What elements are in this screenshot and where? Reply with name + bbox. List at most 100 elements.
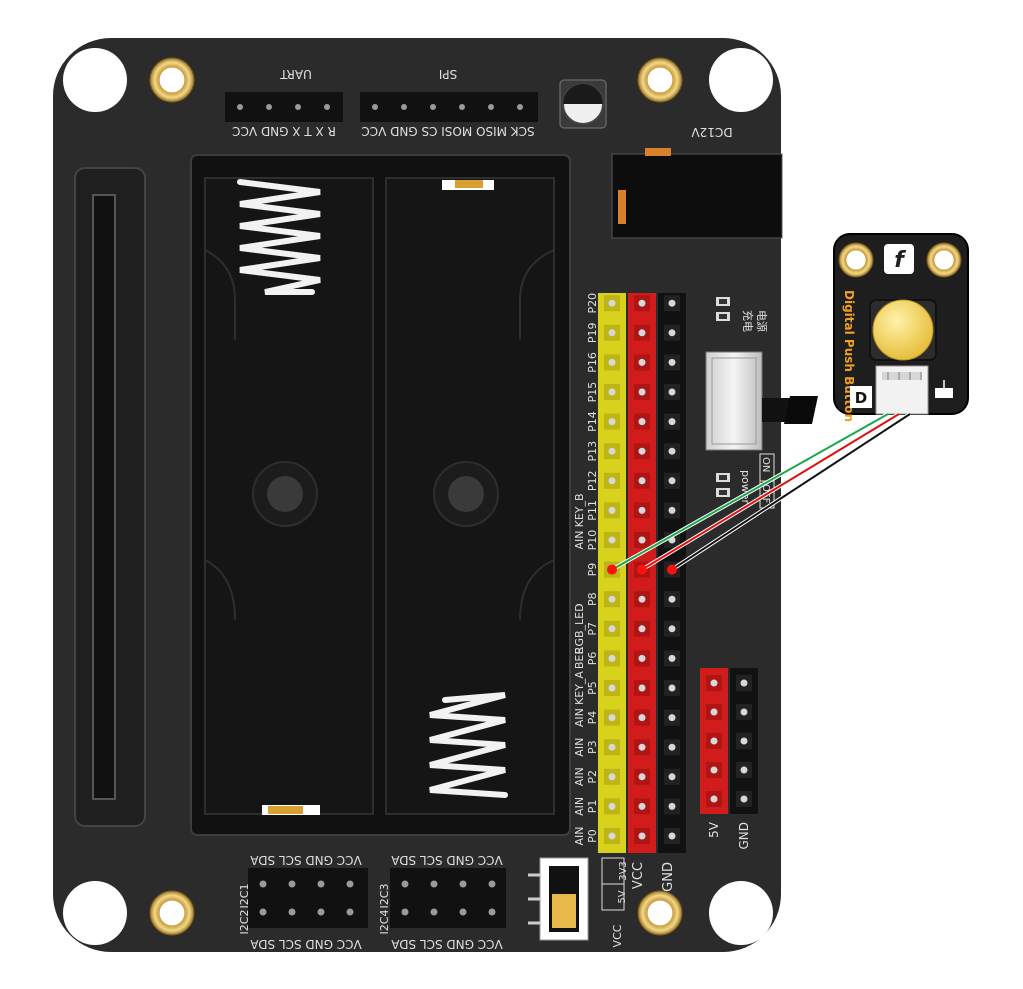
pin-label-p13: P13 — [586, 441, 599, 462]
header-pin-hole — [608, 684, 616, 692]
push-button-module: f Digital Push Button D — [833, 233, 969, 422]
uart-title: UART — [279, 67, 311, 81]
module-logo: f — [894, 248, 906, 273]
aux-pin-hole — [710, 708, 718, 716]
vcc-wire — [641, 413, 900, 571]
header-pin-hole — [638, 743, 646, 751]
pin-label-p8: P8 — [586, 592, 599, 606]
aux-pin-hole — [740, 679, 748, 687]
connection-wires — [607, 412, 912, 575]
header-pin-hole — [668, 684, 676, 692]
pin-function-p1: AIN — [573, 797, 586, 816]
voltage-options: 3V3 5V VCC — [601, 857, 629, 947]
aux-pin-hole — [740, 708, 748, 716]
pin-label-p1: P1 — [586, 800, 599, 814]
voltage-switch[interactable] — [528, 857, 589, 941]
pin-label-p2: P2 — [586, 770, 599, 784]
header-pin-hole — [668, 477, 676, 485]
uart-header: UART R X T X GND VCC — [225, 67, 343, 138]
header-pin-hole — [638, 447, 646, 455]
vcc-wire-endpoint — [637, 564, 647, 575]
pin-label-p15: P15 — [586, 382, 599, 403]
signal-wire-endpoint — [607, 564, 617, 575]
i2c-pin-hole — [430, 880, 438, 888]
gold-mounting-rings — [149, 57, 683, 936]
header-pin-hole — [668, 802, 676, 810]
pin-label-p12: P12 — [586, 470, 599, 491]
i2c4-label: I2C4 — [378, 910, 391, 935]
i2c-top-pins-left: VCC GND SCL SDA — [249, 853, 361, 867]
gnd-wire — [671, 413, 911, 571]
i2c2-label: I2C2 — [238, 910, 251, 935]
dc-jack-label: DC12V — [691, 125, 733, 139]
i2c-headers: VCC GND SCL SDA VCC GND SCL SDA VCC GND … — [238, 853, 506, 951]
dc-jack: DC12V — [611, 125, 783, 239]
header-pin-hole — [638, 802, 646, 810]
i2c-top-pins-right: VCC GND SCL SDA — [390, 853, 502, 867]
voltage-vcc-label: VCC — [611, 924, 624, 947]
header-pin-hole — [638, 418, 646, 426]
pin-label-p16: P16 — [586, 352, 599, 373]
switch-on-label: ON — [760, 457, 771, 472]
header-pin-hole — [608, 625, 616, 633]
i2c-bottom-pins-left: VCC GND SCL SDA — [249, 937, 361, 951]
module-logo-box — [884, 244, 914, 274]
header-pin-hole — [608, 477, 616, 485]
gpio-headers — [598, 293, 686, 853]
header-pin-hole — [668, 773, 676, 781]
header-pin-hole — [608, 388, 616, 396]
header-pin-hole — [638, 506, 646, 514]
header-pin-hole — [638, 329, 646, 337]
header-pin-hole — [638, 625, 646, 633]
header-pin-hole — [668, 388, 676, 396]
spring-top — [237, 179, 321, 295]
mounting-holes — [63, 48, 773, 945]
aux-pin-hole — [740, 766, 748, 774]
i2c-pin-hole — [488, 880, 496, 888]
pin-label-p3: P3 — [586, 740, 599, 754]
i2c-pin-hole — [259, 880, 267, 888]
i2c-pin-hole — [401, 908, 409, 916]
i2c-pin-hole — [346, 880, 354, 888]
pin-label-p9: P9 — [586, 563, 599, 577]
header-pin-hole — [608, 329, 616, 337]
i2c-pin-hole — [288, 880, 296, 888]
header-pin-hole — [608, 299, 616, 307]
header-pin-hole — [638, 388, 646, 396]
pin-label-p7: P7 — [586, 622, 599, 636]
i2c-pin-hole — [317, 908, 325, 916]
header-pin-hole — [608, 743, 616, 751]
header-pin-hole — [668, 654, 676, 662]
header-pin-hole — [638, 684, 646, 692]
pin-function-p0: AIN — [573, 827, 586, 846]
uart-pin-labels: R X T X GND VCC — [232, 124, 336, 138]
header-pin-hole — [638, 299, 646, 307]
header-pin-hole — [608, 358, 616, 366]
header-pin-hole — [608, 536, 616, 544]
header-pin-hole — [608, 595, 616, 603]
pin-label-p10: P10 — [586, 530, 599, 551]
i2c-pin-hole — [401, 880, 409, 888]
gnd-rail-label: GND — [661, 862, 676, 892]
voltage-3v3: 3V3 — [618, 861, 629, 881]
aux-gnd-label: GND — [737, 822, 751, 850]
header-pin-hole — [608, 773, 616, 781]
i2c-pin-hole — [459, 880, 467, 888]
aux-pin-hole — [710, 795, 718, 803]
push-button-cap[interactable] — [872, 299, 934, 361]
power-label: power — [739, 470, 752, 504]
i2c-pin-hole — [288, 908, 296, 916]
aux-pin-hole — [710, 766, 718, 774]
aux-power-headers: 5V GND — [700, 668, 758, 850]
header-pin-hole — [668, 506, 676, 514]
header-pin-hole — [668, 418, 676, 426]
header-pin-hole — [608, 506, 616, 514]
header-pin-hole — [608, 802, 616, 810]
i2c-bottom-pins-right: VCC GND SCL SDA — [390, 937, 502, 951]
d-badge: D — [855, 389, 867, 407]
power-switch[interactable] — [705, 351, 818, 451]
header-pin-hole — [608, 447, 616, 455]
i2c-pin-hole — [430, 908, 438, 916]
header-pin-hole — [668, 595, 676, 603]
aux-pin-hole — [740, 795, 748, 803]
